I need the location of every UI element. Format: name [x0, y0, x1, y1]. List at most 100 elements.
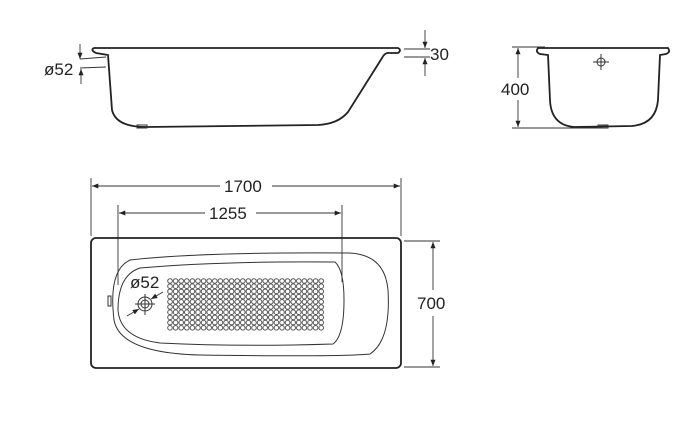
height-label: 400	[501, 80, 529, 99]
mat-dot	[256, 304, 263, 310]
mat-dot	[217, 325, 224, 331]
mat-dot	[307, 325, 313, 331]
mat-dot	[245, 288, 252, 295]
mat-dot	[273, 299, 280, 305]
mat-dot	[234, 288, 240, 295]
mat-dot	[318, 325, 325, 331]
mat-dot	[296, 304, 302, 310]
mat-dot	[301, 288, 308, 295]
mat-dot	[312, 304, 319, 310]
mat-dot	[200, 293, 207, 300]
end-view-drain-crosshair	[593, 54, 609, 70]
mat-dot	[206, 299, 212, 305]
mat-dot	[307, 293, 313, 300]
side-view: ø52 30	[44, 30, 449, 129]
mat-dot	[228, 293, 235, 300]
mat-dot	[301, 325, 308, 331]
mat-dot	[256, 314, 263, 321]
mat-dot	[200, 304, 207, 310]
mat-dot	[279, 299, 285, 305]
mat-dot	[200, 288, 207, 295]
mat-dot	[296, 288, 302, 295]
mat-dot	[245, 293, 252, 300]
mat-dot	[301, 309, 308, 316]
mat-dot	[312, 309, 319, 316]
mat-dot	[167, 293, 173, 300]
mat-dot	[301, 299, 308, 305]
mat-dot	[228, 278, 235, 284]
basin-length-label: 1255	[209, 204, 247, 223]
mat-dot	[262, 325, 269, 331]
mat-dot	[223, 293, 229, 300]
mat-dot	[189, 283, 196, 290]
mat-dot	[234, 304, 240, 310]
mat-dot	[290, 325, 297, 331]
mat-dot	[200, 299, 207, 305]
mat-dot	[240, 299, 246, 305]
mat-dot	[178, 278, 184, 284]
mat-dot	[284, 278, 291, 284]
mat-dot	[256, 299, 263, 305]
mat-dot	[262, 314, 269, 321]
mat-dot	[223, 314, 229, 321]
mat-dot	[318, 283, 325, 290]
mat-dot	[178, 319, 184, 326]
mat-dot	[206, 309, 212, 316]
mat-dot	[296, 278, 302, 284]
mat-dot	[212, 314, 218, 321]
mat-dot	[172, 283, 179, 290]
mat-dot	[318, 309, 325, 316]
mat-dot	[195, 304, 201, 310]
mat-dot	[279, 319, 285, 326]
mat-dot	[284, 319, 291, 326]
mat-dot	[240, 293, 246, 300]
mat-dot	[240, 288, 246, 295]
mat-dot	[245, 309, 252, 316]
mat-dot	[301, 304, 308, 310]
mat-dot	[206, 304, 212, 310]
mat-dot	[212, 299, 218, 305]
mat-dot	[296, 293, 302, 300]
mat-dot	[307, 299, 313, 305]
mat-dot	[223, 304, 229, 310]
mat-dot	[172, 299, 179, 305]
mat-dot	[217, 278, 224, 284]
mat-dot	[301, 319, 308, 326]
mat-dot	[312, 299, 319, 305]
mat-dot	[284, 299, 291, 305]
mat-dot	[195, 283, 201, 290]
mat-dot	[184, 299, 190, 305]
mat-dot	[234, 309, 240, 316]
mat-dot	[189, 325, 196, 331]
mat-dot	[312, 283, 319, 290]
mat-dot	[206, 319, 212, 326]
mat-dot	[189, 319, 196, 326]
mat-dot	[217, 304, 224, 310]
mat-dot	[234, 314, 240, 321]
mat-dot	[312, 325, 319, 331]
mat-dot	[245, 304, 252, 310]
basin-inner-outline	[117, 261, 345, 346]
side-view-rim	[91, 47, 401, 128]
mat-dot	[228, 309, 235, 316]
mat-dot	[256, 288, 263, 295]
mat-dot	[234, 293, 240, 300]
mat-dot	[262, 283, 269, 290]
mat-dot	[184, 288, 190, 295]
mat-dot	[228, 319, 235, 326]
mat-dot	[212, 278, 218, 284]
mat-dot	[307, 314, 313, 321]
mat-dot	[273, 319, 280, 326]
mat-dot	[279, 278, 285, 284]
mat-dot	[245, 278, 252, 284]
mat-dot	[178, 293, 184, 300]
mat-dot	[290, 309, 297, 316]
mat-dot	[200, 319, 207, 326]
mat-dot	[172, 304, 179, 310]
mat-dot	[318, 319, 325, 326]
mat-dot	[228, 304, 235, 310]
mat-dot	[312, 288, 319, 295]
mat-dot	[318, 288, 325, 295]
mat-dot	[273, 278, 280, 284]
mat-dot	[223, 319, 229, 326]
